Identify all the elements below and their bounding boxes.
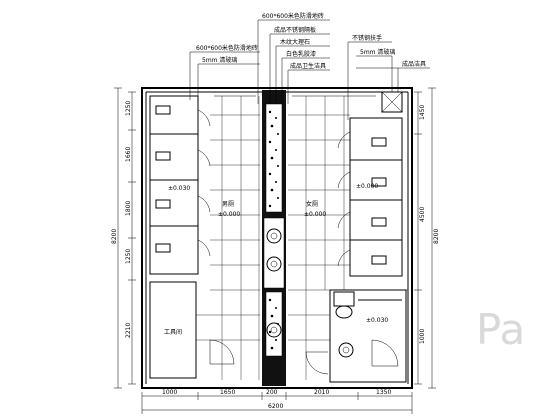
room-label-men: 男厕	[222, 201, 234, 208]
callout-top-1: 600*600米色防滑地砖	[262, 12, 324, 20]
accessible-room	[305, 289, 407, 383]
dim-right-3: 1000	[419, 329, 426, 344]
left-dimension-lines	[114, 87, 136, 389]
callout-leaders	[189, 19, 430, 120]
callout-top-3: 木纹大理石	[280, 38, 310, 46]
right-dimension-lines	[414, 87, 436, 389]
level-men: ±0.000	[218, 211, 240, 218]
dim-bottom-3: 200	[266, 389, 278, 396]
dim-bottom-4: 2010	[314, 389, 329, 396]
callout-right-1: 不锈钢扶手	[352, 34, 382, 42]
dim-left-3: 1800	[125, 201, 132, 216]
dim-left-2: 1660	[125, 147, 132, 162]
bottom-dimension-lines	[141, 392, 413, 414]
callout-top-5: 成品卫生洁具	[290, 62, 326, 70]
left-toilet-stalls	[149, 95, 211, 275]
central-partition	[262, 90, 286, 386]
room-label-women: 女厕	[306, 200, 318, 208]
dim-right-1: 1450	[419, 105, 426, 120]
dim-bottom-5: 1350	[376, 389, 391, 396]
callout-left-2: 5mm 清玻璃	[202, 56, 237, 64]
dim-left-1: 1250	[125, 101, 132, 116]
dim-bottom-2: 1650	[220, 389, 235, 396]
dim-bottom-1: 1000	[162, 389, 177, 396]
right-tile-grid	[288, 96, 408, 380]
dim-left-5: 2210	[125, 323, 132, 338]
level-accessible: ±0.030	[366, 317, 388, 324]
right-toilet-stalls	[337, 91, 403, 277]
dim-right-2: 4500	[419, 207, 426, 222]
outer-walls	[141, 87, 413, 389]
callout-right-3: 成品洁具	[402, 60, 426, 68]
callout-top-2: 成品不锈钢隔板	[274, 26, 316, 34]
room-label-utility: 工具间	[164, 328, 182, 336]
utility-room	[149, 281, 235, 379]
level-women: ±0.000	[304, 211, 326, 218]
watermark: Pa	[476, 305, 525, 354]
dim-left-total: 8200	[111, 229, 118, 244]
dim-left-4: 1250	[125, 249, 132, 264]
dim-bottom-total: 6200	[268, 403, 283, 410]
dim-right-total: 8200	[433, 229, 440, 244]
level-left-floor: ±0.030	[168, 185, 190, 192]
level-right-floor: ±0.000	[356, 183, 378, 190]
callout-top-4: 白色乳胶漆	[286, 50, 316, 58]
callout-right-2: 5mm 清玻璃	[360, 48, 395, 56]
left-tile-grid	[196, 96, 260, 380]
callout-left-1: 600*600米色防滑地砖	[196, 44, 258, 52]
